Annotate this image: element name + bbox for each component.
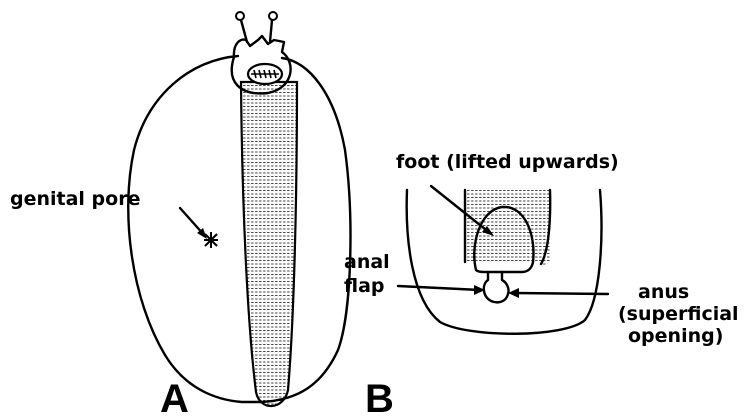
- body-outline: [128, 56, 350, 402]
- anal-flap-label-line2: flap: [344, 275, 385, 297]
- foot-sole: [241, 82, 297, 406]
- foot-label: foot (lifted upwards): [396, 151, 619, 173]
- anus-arrow: [514, 293, 608, 294]
- genital-pore-label: genital pore: [10, 188, 140, 210]
- panel-b-letter: B: [365, 377, 394, 417]
- anal-flap-label-line1: anal: [344, 251, 390, 273]
- anal-flap: [484, 272, 509, 302]
- posterior-foot-sole: [465, 190, 550, 265]
- right-eye: [269, 12, 277, 20]
- anus-label-line3: opening): [628, 325, 723, 347]
- panel-a-letter: A: [160, 377, 189, 417]
- panel-b-figure: [398, 186, 608, 334]
- panel-a-figure: [128, 12, 350, 406]
- anus-label-line2: (superficial: [618, 303, 739, 325]
- anal-flap-arrow: [398, 286, 480, 290]
- right-tentacle: [270, 20, 272, 42]
- genital-pore-mark: [204, 232, 218, 248]
- anus-label-line1: anus: [638, 281, 689, 303]
- left-eye: [236, 12, 244, 20]
